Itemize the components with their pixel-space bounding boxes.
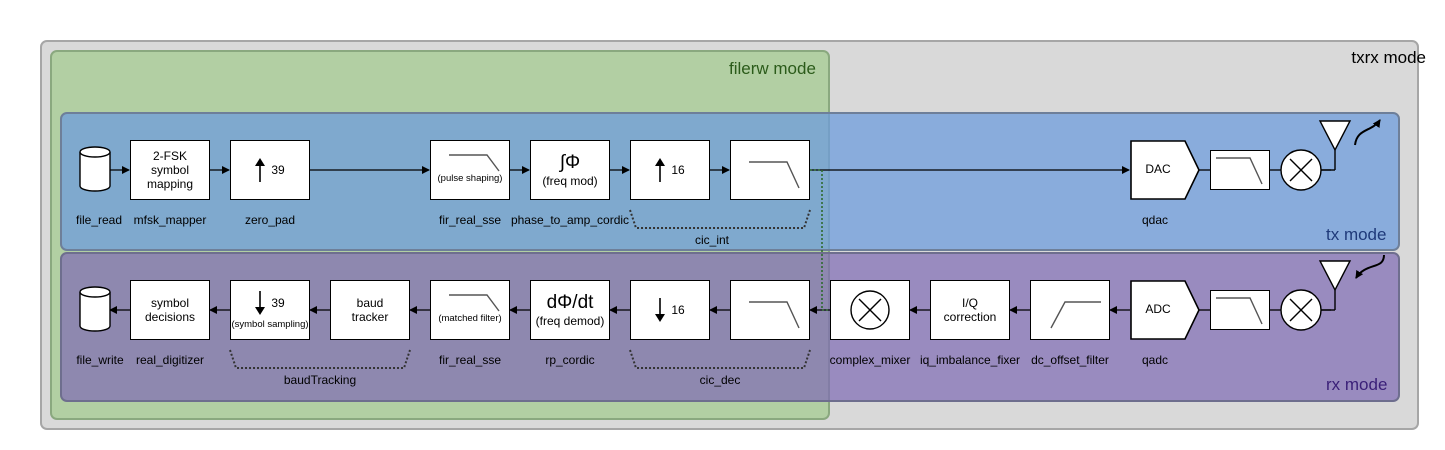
symbol-sampling-note: (symbol sampling) xyxy=(231,318,309,330)
derivative-symbol: dΦ/dt xyxy=(546,292,594,313)
label-dc-offset-filter: dc_offset_filter xyxy=(1031,353,1109,367)
upsample-factor: 39 xyxy=(271,163,285,177)
pulse-shaping-note: (pulse shaping) xyxy=(437,173,503,184)
up-arrow-icon xyxy=(255,158,266,182)
label-file-write: file_write xyxy=(76,353,124,367)
baud-line-2: tracker xyxy=(351,310,389,324)
freq-mod-block: ∫Φ (freq mod) xyxy=(530,140,610,200)
iq-correction-block: I/Q correction xyxy=(930,280,1010,340)
mfsk-mapper-block: 2-FSK symbol mapping xyxy=(130,140,210,200)
dc-offset-filter-block xyxy=(1030,280,1110,340)
label-qadc: qadc xyxy=(1141,353,1169,367)
freq-demod-note: (freq demod) xyxy=(535,314,605,328)
label-rp-cordic: rp_cordic xyxy=(545,353,595,367)
label-phase-to-amp-cordic: phase_to_amp_cordic xyxy=(510,213,630,227)
pulse-shaping-filter-block: (pulse shaping) xyxy=(430,140,510,200)
txrx-mode-label: txrx mode xyxy=(1351,48,1426,67)
dac-converter-icon xyxy=(1130,140,1200,200)
label-real-digitizer: real_digitizer xyxy=(135,353,205,367)
cic-dec-filter-block xyxy=(730,280,810,340)
label-file-read: file_read xyxy=(75,213,123,227)
filerw-mode-label: filerw mode xyxy=(729,59,816,78)
lowpass-filter-icon xyxy=(449,294,500,312)
label-cic-dec: cic_dec xyxy=(699,373,741,387)
label-qdac: qdac xyxy=(1141,213,1169,227)
label-complex-mixer: complex_mixer xyxy=(829,353,911,367)
freq-mod-note: (freq mod) xyxy=(542,174,598,188)
dac-text: DAC xyxy=(1145,162,1171,176)
cic-upsample-block: 16 xyxy=(630,140,710,200)
label-fir-real-sse-rx: fir_real_sse xyxy=(438,353,502,367)
lowpass-filter-icon xyxy=(449,154,500,172)
label-mfsk-mapper: mfsk_mapper xyxy=(133,213,207,227)
adc-text: ADC xyxy=(1145,302,1171,316)
tx-mode-label: tx mode xyxy=(1326,225,1387,244)
up-arrow-icon xyxy=(655,158,666,182)
iq-line-1: I/Q xyxy=(961,296,978,310)
adc-block: ADC xyxy=(1130,280,1200,340)
symbol-sampling-block: 39 (symbol sampling) xyxy=(230,280,310,340)
mixer-icon xyxy=(850,290,890,330)
freq-demod-block: dΦ/dt (freq demod) xyxy=(530,280,610,340)
database-icon xyxy=(79,286,111,332)
adc-converter-icon xyxy=(1130,280,1200,340)
decisions-line-2: decisions xyxy=(144,310,196,324)
rx-antialias-filter-block xyxy=(1210,290,1270,330)
down-arrow-icon xyxy=(255,290,266,315)
rx-mode-label: rx mode xyxy=(1326,375,1388,394)
cic-int-filter-block xyxy=(730,140,810,200)
baud-line-1: baud xyxy=(356,296,384,310)
downsample-factor: 39 xyxy=(271,295,285,310)
mixer-icon xyxy=(1280,289,1322,331)
label-baud-tracking: baudTracking xyxy=(283,373,357,387)
mapper-line-3: mapping xyxy=(146,177,194,191)
complex-mixer-block xyxy=(830,280,910,340)
database-icon xyxy=(79,146,111,192)
matched-filter-note: (matched filter) xyxy=(438,313,502,324)
mixer-icon xyxy=(1280,149,1322,191)
mapper-line-1: 2-FSK xyxy=(152,149,187,163)
lowpass-filter-icon xyxy=(749,161,800,189)
upsample-factor: 16 xyxy=(671,163,685,177)
lowpass-filter-icon xyxy=(1216,157,1263,185)
matched-filter-block: (matched filter) xyxy=(430,280,510,340)
antenna-icon xyxy=(1318,260,1352,311)
label-fir-real-sse: fir_real_sse xyxy=(438,213,502,227)
mapper-line-2: symbol xyxy=(150,163,189,177)
integrator-symbol: ∫Φ xyxy=(559,152,581,173)
decisions-line-1: symbol xyxy=(150,296,189,310)
dac-block: DAC xyxy=(1130,140,1200,200)
tx-reconstruction-filter-block xyxy=(1210,150,1270,190)
antenna-icon xyxy=(1318,120,1352,171)
downsample-factor: 16 xyxy=(671,303,685,317)
lowpass-filter-icon xyxy=(1216,297,1263,325)
label-zero-pad: zero_pad xyxy=(244,213,296,227)
lowpass-filter-icon xyxy=(749,301,800,329)
symbol-decisions-block: symbol decisions xyxy=(130,280,210,340)
label-iq-imbalance-fixer: iq_imbalance_fixer xyxy=(919,353,1021,367)
baud-tracker-block: baud tracker xyxy=(330,280,410,340)
cic-downsample-block: 16 xyxy=(630,280,710,340)
iq-line-2: correction xyxy=(943,310,997,324)
label-cic-int: cic_int xyxy=(694,233,730,247)
down-arrow-icon xyxy=(655,298,666,322)
highpass-filter-icon xyxy=(1050,301,1101,329)
zero-pad-block: 39 xyxy=(230,140,310,200)
